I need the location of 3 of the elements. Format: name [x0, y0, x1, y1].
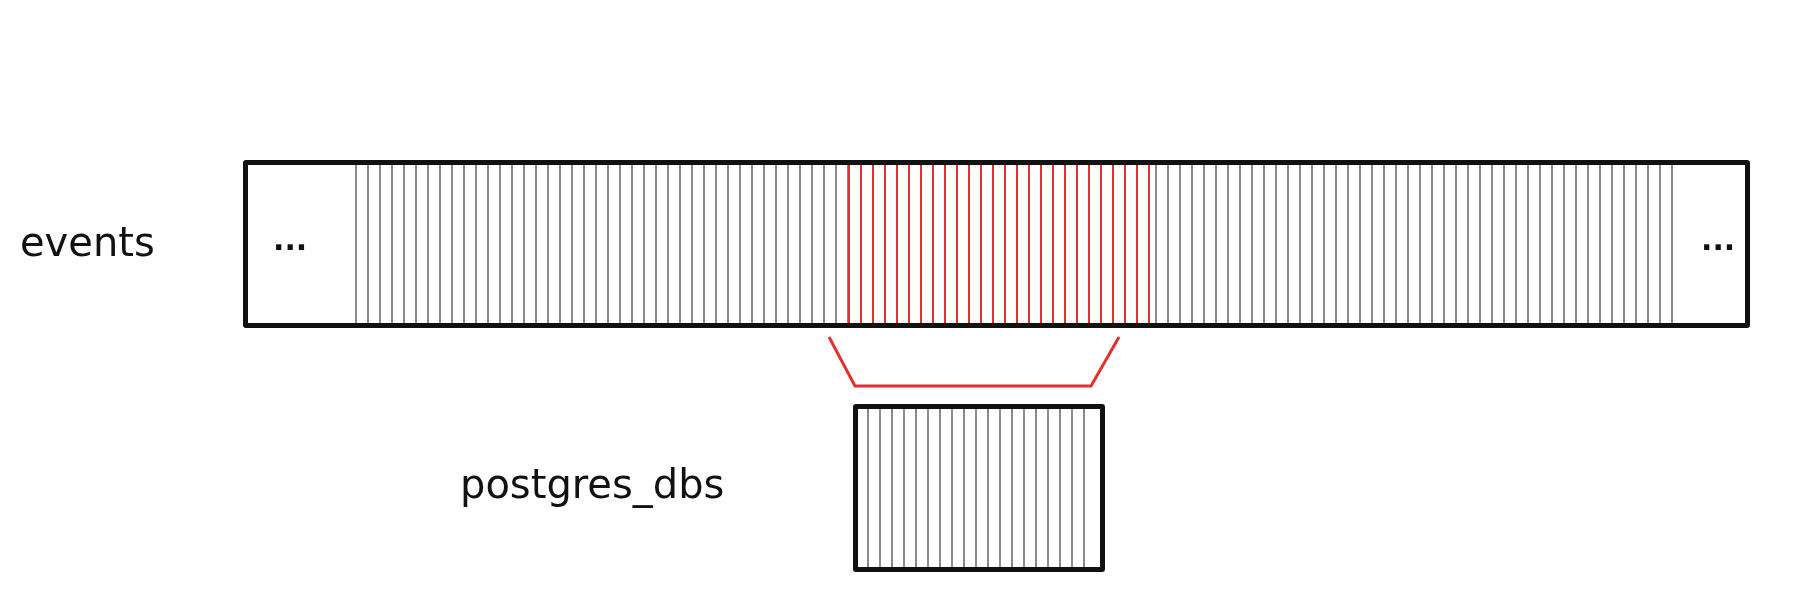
row-label: events [20, 222, 155, 262]
ellipsis: ... [1701, 225, 1736, 255]
ellipsis: ... [273, 225, 308, 255]
